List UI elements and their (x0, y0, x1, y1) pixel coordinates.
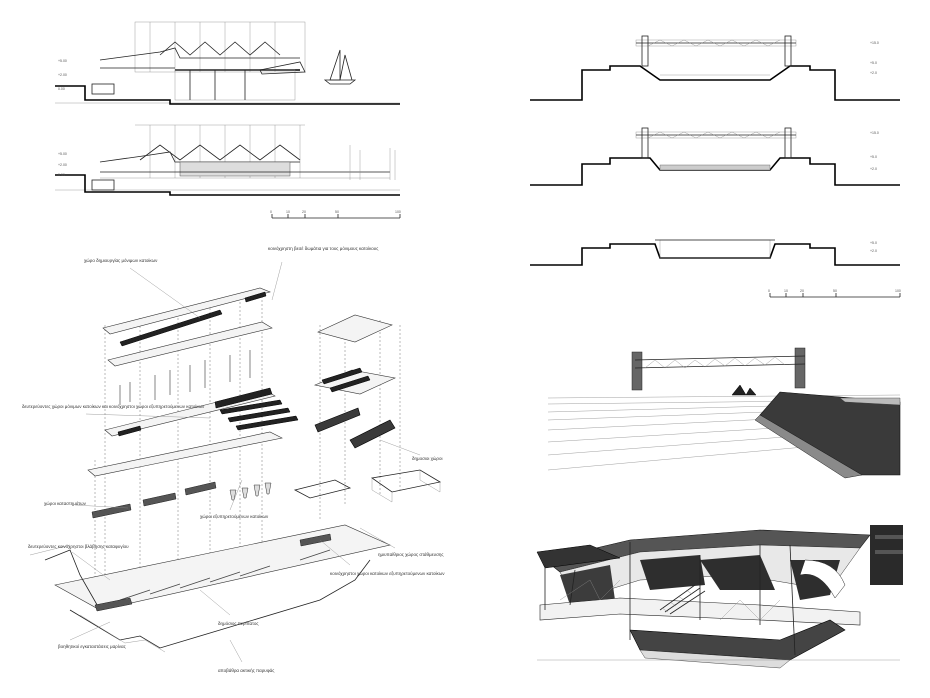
svg-text:+5.0: +5.0 (870, 155, 877, 159)
section-drawing-2: +5.00 +2.00 0.00 (55, 124, 400, 196)
svg-text:0.00: 0.00 (58, 173, 65, 177)
label-shared-rooms: κοινόχρηστη βεσέ δωμάτια για τους μόνιμο… (268, 245, 379, 251)
svg-text:0: 0 (768, 289, 770, 293)
label-coastal-pier: αποβάθρα ακτικής παρυφάς (218, 667, 275, 673)
perspective-render-1 (547, 347, 901, 479)
label-public-spaces: δημοσιοι χώροι (412, 455, 442, 461)
label-served-residents: χώροι εξυπηρετούμενων κατοίκων (200, 513, 269, 519)
section-drawing-5: +5.0 +2.0 (530, 239, 900, 266)
label-secondary-spaces: δευτερεύοντες χώροι μόνιμων κατοίκων και… (22, 403, 205, 409)
svg-text:20: 20 (800, 289, 804, 293)
label-marina-facilities: βοηθητικοί εγκαταστάσεις μαρίνας (58, 643, 127, 649)
svg-text:0.00: 0.00 (58, 87, 65, 91)
label-creation-space: χώρο δημιουργίας μόνιμων κατοίκων (84, 257, 158, 263)
svg-text:+5.00: +5.00 (58, 152, 67, 156)
svg-text:+2.00: +2.00 (58, 73, 67, 77)
scale-bar-left: 0 10 20 50 100 (270, 210, 401, 219)
svg-text:100: 100 (895, 289, 901, 293)
svg-text:+2.0: +2.0 (870, 249, 877, 253)
section-drawing-4: +15.0 +5.0 +2.0 (530, 127, 900, 186)
label-shops: χώροι καταστημάτων (44, 500, 87, 506)
svg-text:10: 10 (784, 289, 788, 293)
scale-bar-right: 0 10 20 50 100 (768, 289, 901, 298)
svg-text:50: 50 (833, 289, 837, 293)
svg-text:50: 50 (335, 210, 339, 214)
label-semi-open-parking: ημιυπαίθριος χώρος στάθμευσης (378, 551, 444, 557)
label-shelter: δευτερεύοντες κοινόχρηστοι βλάβησης κατα… (28, 543, 129, 549)
svg-text:+15.0: +15.0 (870, 131, 879, 135)
section-drawing-1: +5.00 +2.00 0.00 (55, 21, 400, 105)
label-public-promenade: δημόσιος περίπατος (218, 620, 259, 626)
svg-text:10: 10 (286, 210, 290, 214)
svg-text:+2.0: +2.0 (870, 167, 877, 171)
label-common-areas: κοινόχρηστοι χώροι κατοίκων εξυπηρετούμε… (330, 570, 445, 576)
svg-text:+5.0: +5.0 (870, 241, 877, 245)
svg-text:+2.0: +2.0 (870, 71, 877, 75)
exploded-axonometric: χώρο δημιουργίας μόνιμων κατοίκων κοινόχ… (22, 245, 445, 673)
svg-text:+5.00: +5.00 (58, 59, 67, 63)
svg-text:+5.0: +5.0 (870, 61, 877, 65)
svg-text:20: 20 (302, 210, 306, 214)
perspective-render-2 (536, 525, 903, 669)
svg-text:+15.0: +15.0 (870, 41, 879, 45)
section-drawing-3: +15.0 +5.0 +2.0 (530, 35, 900, 101)
svg-text:0: 0 (270, 210, 272, 214)
svg-text:100: 100 (395, 210, 401, 214)
svg-text:+2.00: +2.00 (58, 163, 67, 167)
